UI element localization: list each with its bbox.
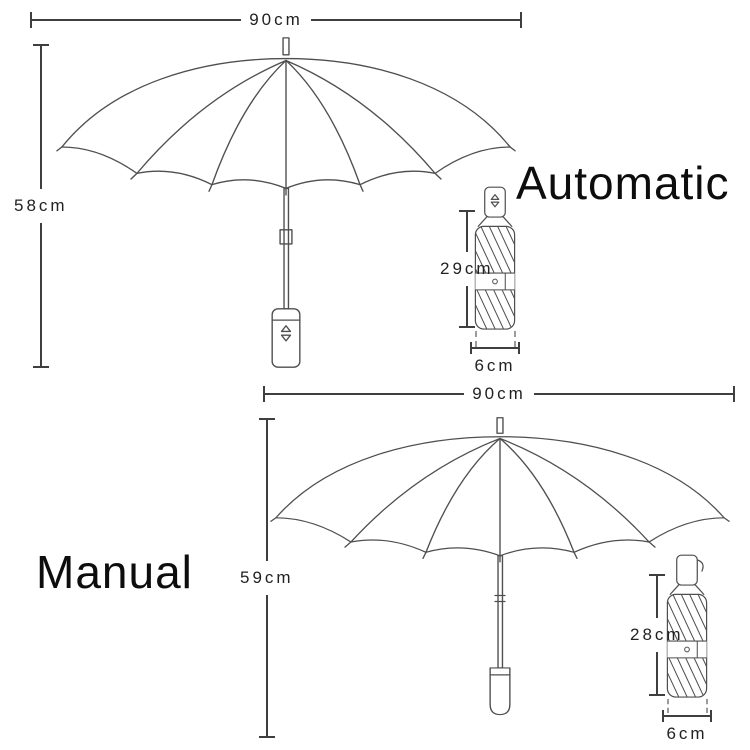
canopy-ribs [350,437,650,557]
dimension-line [32,19,242,21]
ferrule-tip [496,417,504,434]
dimension-tick [733,386,736,402]
manual-folded-length-dimension: 28cm [630,574,684,696]
automatic-width-label: 90cm [249,10,303,29]
automatic-folded-width-dimension [470,342,520,354]
dimension-line [533,393,734,395]
manual-width-dimension: 90cm [263,384,736,404]
dimension-line [655,576,658,618]
automatic-folded-width-label: 6cm [474,356,516,375]
dimension-tick [458,326,475,328]
dimension-line [655,652,658,694]
dimension-tick [458,210,475,212]
manual-folded-umbrella-illustration [666,554,708,698]
dimension-line [310,19,521,21]
dimension-tick [520,12,523,28]
dimension-line [465,212,468,252]
manual-folded-length-label: 28cm [630,625,684,644]
dimension-tick [470,342,472,354]
manual-handle [489,667,511,716]
automatic-folded-length-label: 29cm [440,259,494,278]
manual-folded-width-dimension [662,710,712,722]
shaft [497,555,504,669]
automatic-handle [271,308,301,368]
automatic-open-umbrella-illustration [56,37,516,368]
manual-height-label: 59cm [240,568,294,587]
rib-tips [56,146,516,196]
dashed-extension-line [667,699,669,713]
ferrule-tip [282,37,290,56]
dimension-tick [648,694,665,696]
dimension-line [39,46,42,189]
dashed-extension-line [706,699,708,713]
dimension-line [39,223,42,366]
manual-folded-width-label: 6cm [666,724,708,743]
dimension-tick [32,366,49,368]
manual-title: Manual [36,546,193,598]
canopy-ribs [136,59,436,190]
dimension-tick [258,418,275,420]
manual-width-label: 90cm [472,384,526,403]
runner-collar [279,229,293,245]
dimension-tick [662,710,664,722]
auto-button-arrows-icon [280,325,292,342]
dimension-tick [258,736,275,738]
folded-neck [477,216,513,228]
automatic-width-dimension: 90cm [30,10,523,30]
folded-neck [669,584,705,596]
dimension-tick [710,710,712,722]
manual-open-umbrella-illustration [270,417,730,716]
automatic-height-label: 58cm [14,196,68,215]
dimension-line [265,393,465,395]
dimension-tick [32,44,49,46]
dimension-line [265,595,268,736]
manual-height-dimension: 59cm [240,418,294,738]
dashed-extension-line [514,331,516,347]
automatic-height-dimension: 58cm [14,44,68,368]
dimension-tick [263,386,265,402]
automatic-folded-umbrella-illustration [474,186,516,330]
canopy-top [61,57,511,148]
cap-arrows-icon [490,194,500,208]
shaft-joint [494,594,506,603]
dimension-line [664,715,710,717]
dashed-extension-line [475,331,477,347]
folded-handle-cap [484,186,506,218]
dimension-tick [30,12,32,28]
strap-loop [696,559,704,572]
dimension-line [265,420,268,561]
folded-handle-cap [676,554,698,586]
shaft [283,187,290,310]
automatic-folded-length-dimension: 29cm [440,210,494,328]
snap-button [492,278,498,285]
dimension-line [472,347,518,349]
rib-tips [270,517,730,563]
canopy-top [275,436,725,519]
dimension-line [465,286,468,326]
dimension-tick [648,574,665,576]
snap-button [684,646,690,653]
dimension-tick [518,342,520,354]
automatic-title: Automatic [516,157,730,209]
